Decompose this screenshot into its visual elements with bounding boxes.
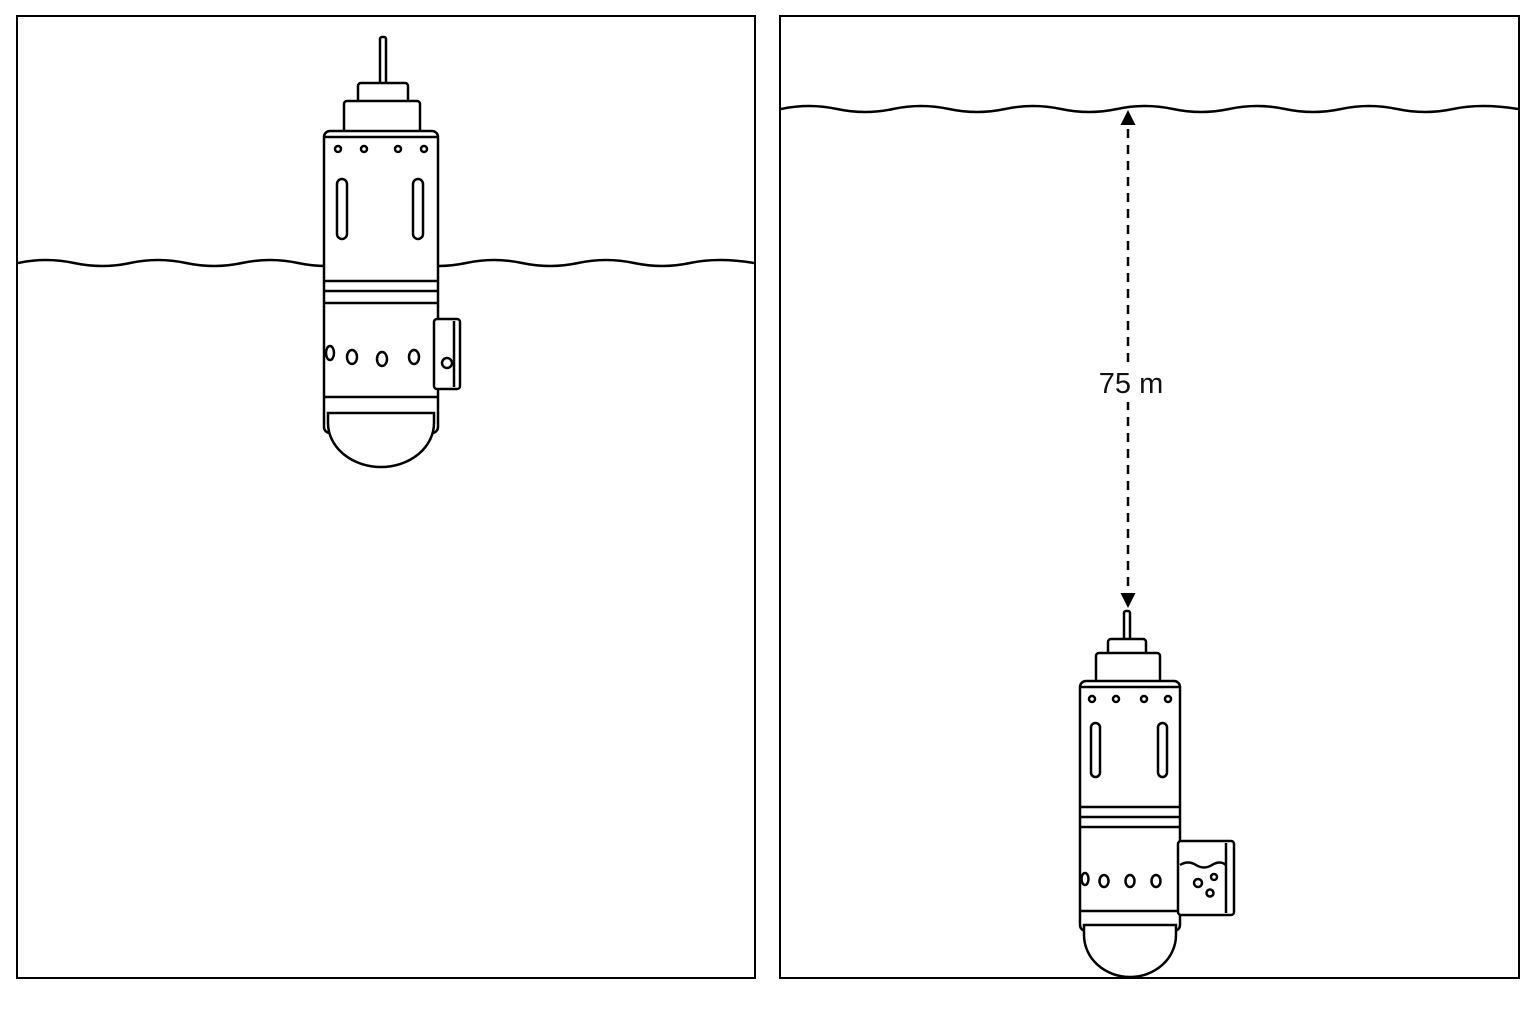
- surface-scene: [18, 35, 754, 469]
- submerged-scene: 75 m: [781, 104, 1518, 977]
- depth-label: 75 m: [1099, 368, 1163, 400]
- profiling-float-icon: [1078, 609, 1236, 977]
- water-surface-wave: [781, 104, 1518, 114]
- panel-submerged: 75 m: [779, 15, 1520, 979]
- panel-surface: [16, 15, 756, 979]
- depth-label-bg: [1086, 362, 1176, 402]
- profiling-float-icon: [322, 35, 462, 469]
